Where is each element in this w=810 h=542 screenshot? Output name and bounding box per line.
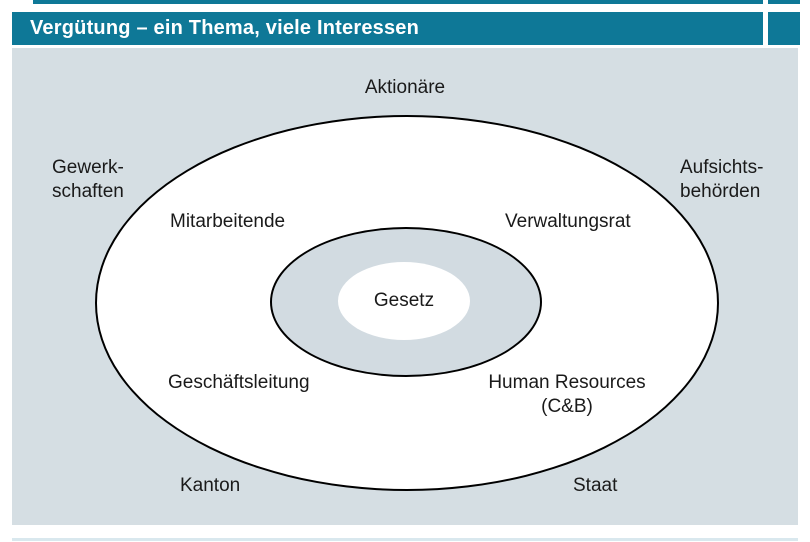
page-title: Vergütung – ein Thema, viele Interessen <box>30 17 420 39</box>
label-gewerkschaften: Gewerk- schaften <box>52 156 124 204</box>
center-ellipse: Gesetz <box>338 262 470 340</box>
label-aufsichtsbehoerden-line2: behörden <box>680 181 761 202</box>
label-kanton: Kanton <box>180 475 241 496</box>
label-human-resources: Human Resources (C&B) <box>467 371 667 419</box>
label-verwaltungsrat: Verwaltungsrat <box>505 211 631 232</box>
diagram-panel: Gesetz Aktionäre Gewerk- schaften Aufsic… <box>12 48 798 525</box>
label-mitarbeitende: Mitarbeitende <box>170 211 286 232</box>
label-human-resources-line1: Human Resources <box>488 372 646 393</box>
label-geschaeftsleitung: Geschäftsleitung <box>168 372 310 393</box>
title-bar-end-block <box>768 12 800 45</box>
bottom-accent-rule <box>12 538 798 541</box>
label-aufsichtsbehoerden: Aufsichts- behörden <box>680 156 763 204</box>
label-staat: Staat <box>573 475 618 496</box>
label-gewerkschaften-line1: Gewerk- <box>52 157 124 178</box>
label-gewerkschaften-line2: schaften <box>52 181 124 202</box>
title-bar: Vergütung – ein Thema, viele Interessen <box>12 12 763 45</box>
label-gesetz: Gesetz <box>373 290 435 311</box>
label-aufsichtsbehoerden-line1: Aufsichts- <box>680 157 764 178</box>
top-accent-rule <box>33 0 763 4</box>
label-aktionaere: Aktionäre <box>364 77 446 98</box>
label-human-resources-line2: (C&B) <box>541 396 593 417</box>
top-accent-rule-end <box>768 0 800 4</box>
